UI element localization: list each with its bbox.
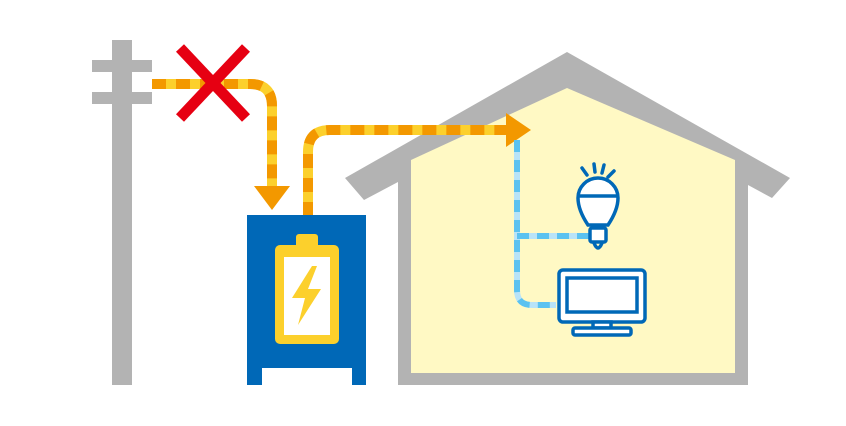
tv-icon	[557, 268, 647, 337]
indoor-wiring	[514, 140, 590, 308]
grid-power-path	[152, 79, 277, 190]
light-bulb-icon	[576, 162, 620, 250]
blocked-cross-icon	[175, 44, 251, 122]
battery-unit	[247, 215, 366, 385]
arrow-down-icon	[254, 186, 290, 210]
lightning-icon	[292, 266, 321, 325]
battery-power-path	[303, 125, 510, 216]
utility-pole-icon	[92, 40, 152, 385]
house-icon	[345, 52, 790, 385]
arrow-right-icon	[506, 113, 531, 147]
battery-icon	[275, 234, 339, 344]
